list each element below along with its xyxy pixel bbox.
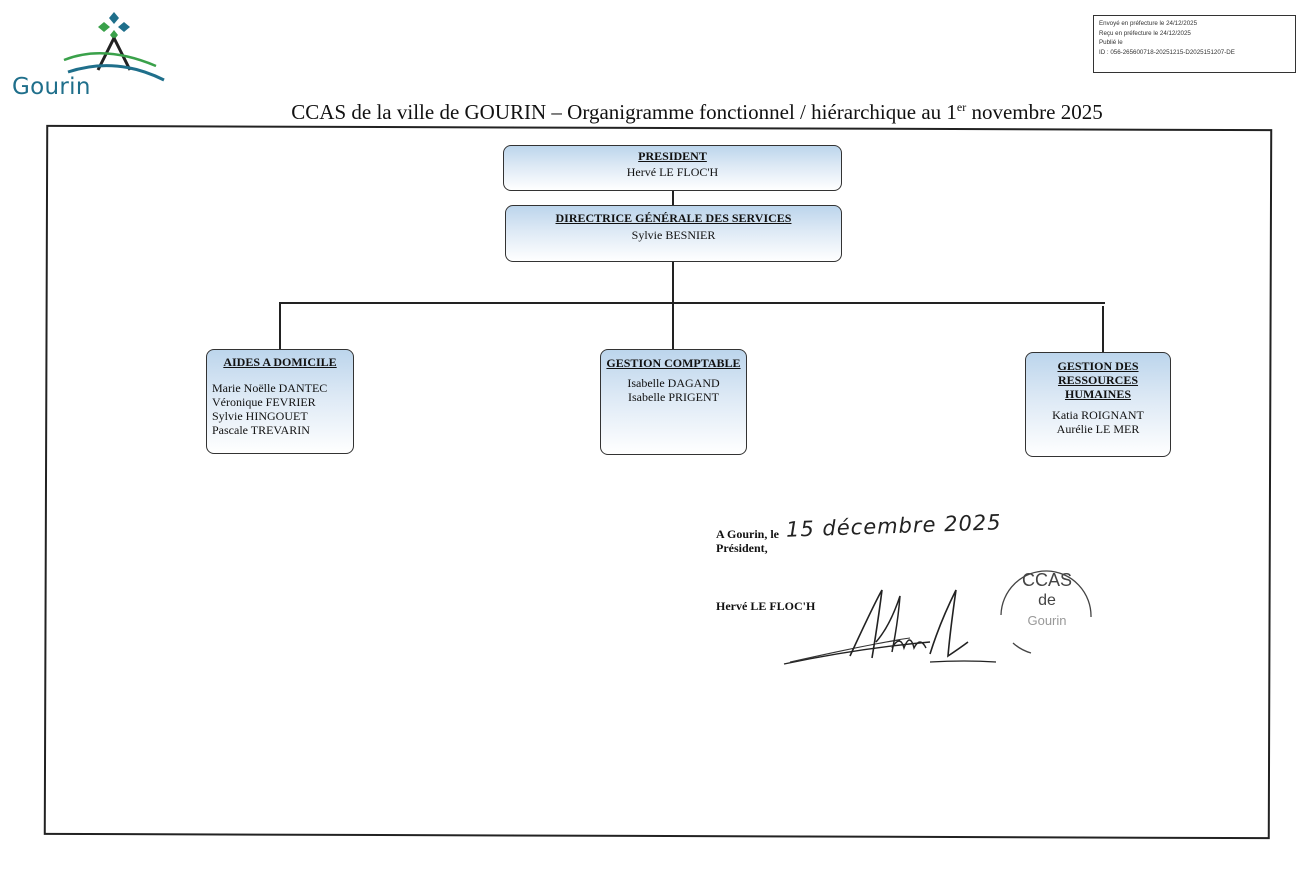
connector-president-dgs [672,190,674,206]
seal-text-gourin: Gourin [1027,613,1067,628]
service-heading-line: HUMAINES [1064,387,1131,401]
connector-dgs-down [672,261,674,356]
service-member: Isabelle DAGAND [627,376,720,390]
dgs-heading: DIRECTRICE GÉNÉRALE DES SERVICES [555,211,792,225]
seal-text-de: de [1038,592,1056,609]
service-member: Marie Noëlle DANTEC [212,381,328,395]
prefecture-stamp: Envoyé en préfecture le 24/12/2025 Reçu … [1093,15,1296,73]
service-member: Sylvie HINGOUET [212,409,308,423]
service-heading: AIDES A DOMICILE [223,355,337,369]
dgs-box: DIRECTRICE GÉNÉRALE DES SERVICES Sylvie … [505,205,842,262]
service-box-aides-domicile: AIDES A DOMICILE Marie Noëlle DANTEC Vér… [206,349,354,454]
signature-place-date: A Gourin, le Président, [716,527,779,555]
seal-text-ccas: CCAS [1021,570,1072,590]
handwritten-signature [783,589,997,665]
service-member: Aurélie LE MER [1056,422,1140,436]
service-member: Pascale TREVARIN [212,423,310,437]
stamp-line-sent: Envoyé en préfecture le 24/12/2025 [1099,20,1198,27]
logo-wordmark: Gourin [12,74,91,100]
stamp-line-received: Reçu en préfecture le 24/12/2025 [1099,29,1191,37]
connector-right-down [1102,306,1104,352]
president-name: Hervé LE FLOC'H [626,165,719,179]
signer-role: Président, [716,541,768,555]
service-box-gestion-comptable: GESTION COMPTABLE Isabelle DAGAND Isabel… [600,349,747,455]
place-prefix: A Gourin, le [716,527,780,541]
gourin-logo [63,12,165,82]
title-end: novembre 2025 [966,100,1103,124]
president-heading: PRESIDENT [638,149,707,163]
title-sup: er [956,100,967,114]
stamp-line-id: ID : 056-265600718-20251215-D2025151207-… [1099,48,1235,56]
service-heading-line: GESTION DES [1057,359,1139,373]
signer-name: Hervé LE FLOC'H [716,599,816,613]
title-main: CCAS de la ville de GOURIN – Organigramm… [291,100,957,124]
connector-horizontal [280,302,1105,304]
page-title: CCAS de la ville de GOURIN – Organigramm… [0,100,1309,125]
service-box-ressources-humaines: GESTION DES RESSOURCES HUMAINES Katia RO… [1025,352,1171,457]
service-heading: GESTION COMPTABLE [606,356,741,370]
connector-left-down [279,302,281,349]
dgs-name: Sylvie BESNIER [631,228,716,242]
service-heading-line: RESSOURCES [1057,373,1139,387]
service-member: Isabelle PRIGENT [628,390,719,404]
president-box: PRESIDENT Hervé LE FLOC'H [503,145,842,191]
ccas-seal [1000,570,1092,654]
service-member: Véronique FEVRIER [212,395,316,409]
service-member: Katia ROIGNANT [1052,408,1144,422]
stamp-line-published: Publié le [1099,39,1123,47]
